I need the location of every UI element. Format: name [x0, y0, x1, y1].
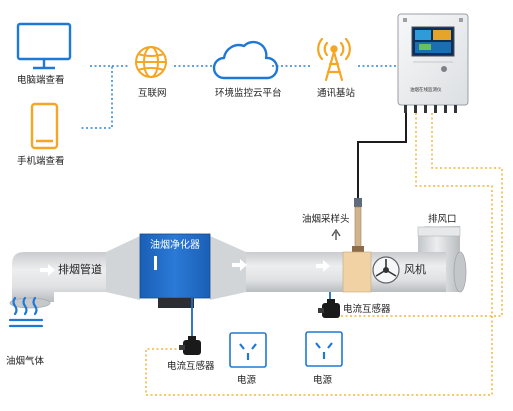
purifier-box: [139, 233, 211, 308]
globe-icon: [135, 46, 167, 78]
monitor-icon: [16, 22, 72, 70]
label-base-station: 通讯基站: [317, 88, 356, 99]
power-socket-icon: [229, 332, 267, 368]
label-fan: 风机: [404, 263, 426, 276]
label-exhaust-outlet: 排风口: [428, 214, 457, 225]
label-power-right: 电源: [313, 375, 333, 386]
label-current-sensor-top: 电流互感器: [343, 304, 391, 315]
antenna-icon: [317, 37, 351, 82]
phone-icon: [30, 102, 59, 150]
label-mobile-view: 手机端查看: [17, 156, 65, 167]
fan-icon: [375, 259, 397, 277]
label-oil-gas: 油烟气体: [6, 356, 45, 367]
label-power-left: 电源: [237, 375, 257, 386]
sampling-probe: [352, 198, 364, 252]
power-socket-icon: [305, 331, 343, 367]
label-purifier: 油烟净化器: [150, 240, 200, 251]
label-cloud-platform: 环境监控云平台: [215, 88, 282, 99]
label-current-sensor-bottom: 电流互感器: [167, 361, 215, 372]
power-signal-lines: [145, 113, 503, 396]
current-clamp-icon: [179, 336, 201, 355]
monitor-device: [397, 13, 469, 113]
sampling-cable: [357, 113, 407, 200]
sample-up-arrow: [331, 228, 341, 240]
label-internet: 互联网: [138, 88, 167, 99]
fan-housing: [342, 251, 400, 293]
label-monitor-device: 油烟在线监测仪: [410, 88, 442, 93]
current-clamp-icon: [318, 299, 340, 318]
cloud-icon: [212, 40, 279, 80]
label-exhaust-pipe: 排烟管道: [58, 263, 102, 276]
label-pc-view: 电脑端查看: [17, 75, 65, 86]
label-sampling-head: 油烟采样头: [302, 214, 350, 225]
top-network-lines: [80, 65, 396, 129]
gas-wave-icon: [8, 296, 44, 328]
flow-arrows: [40, 259, 330, 276]
